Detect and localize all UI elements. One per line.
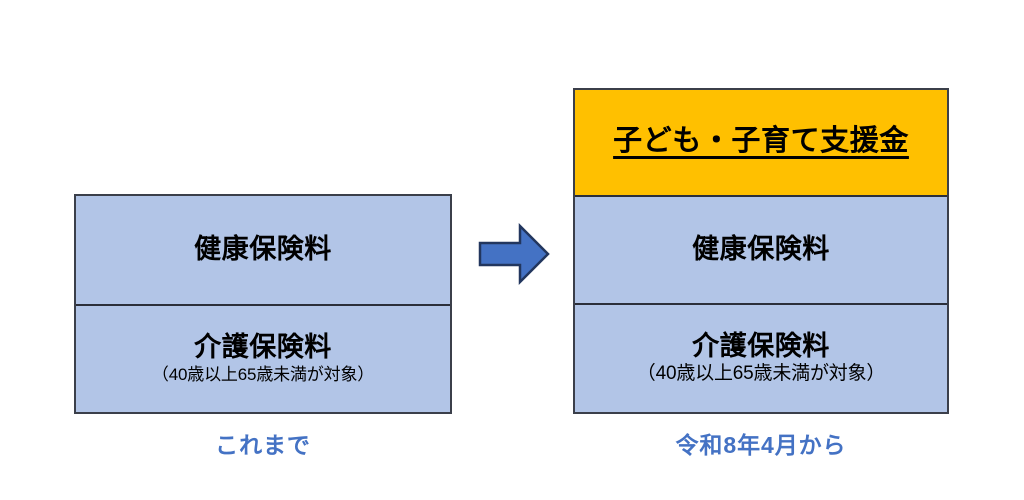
after-segment-health: 健康保険料 xyxy=(575,194,947,304)
before-segment-health: 健康保険料 xyxy=(76,196,450,304)
after-care-title: 介護保険料 xyxy=(692,331,830,362)
before-health-title: 健康保険料 xyxy=(194,234,332,265)
after-segment-care: 介護保険料 （40歳以上65歳未満が対象） xyxy=(575,303,947,412)
before-caption: これまで xyxy=(215,432,311,458)
after-care-subtitle: （40歳以上65歳未満が対象） xyxy=(636,363,886,385)
arrow-right-icon xyxy=(477,222,551,286)
before-segment-care: 介護保険料 （40歳以上65歳未満が対象） xyxy=(76,303,450,412)
after-stack-box: 子ども・子育て支援金 健康保険料 介護保険料 （40歳以上65歳未満が対象） xyxy=(573,88,949,414)
after-support-title: 子ども・子育て支援金 xyxy=(613,125,909,158)
before-stack-box: 健康保険料 介護保険料 （40歳以上65歳未満が対象） xyxy=(74,194,452,414)
before-care-title: 介護保険料 xyxy=(194,332,332,363)
after-caption: 令和8年4月から xyxy=(675,432,847,458)
after-health-title: 健康保険料 xyxy=(692,234,830,265)
before-care-subtitle: （40歳以上65歳未満が対象） xyxy=(151,364,375,384)
after-segment-support: 子ども・子育て支援金 xyxy=(575,90,947,195)
